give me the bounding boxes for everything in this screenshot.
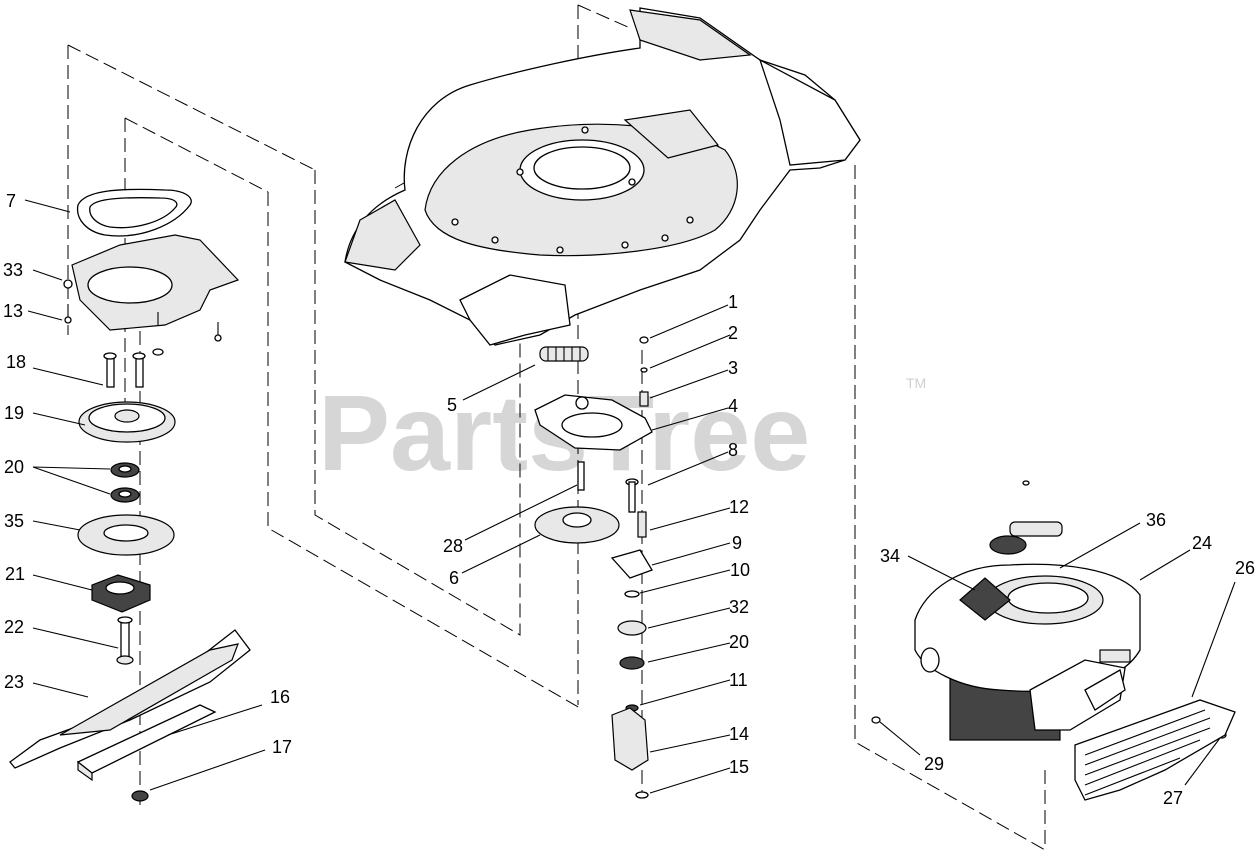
callout-2: 2 <box>728 323 738 343</box>
callout-labels: 7 33 13 18 19 20 35 21 22 23 16 17 5 28 … <box>3 191 1255 808</box>
callout-36: 36 <box>1146 510 1166 530</box>
callout-18: 18 <box>6 352 26 372</box>
mower-deck-housing <box>344 7 861 346</box>
callout-5: 5 <box>447 395 457 415</box>
callout-33: 33 <box>3 260 23 280</box>
belt-and-cover <box>63 188 240 342</box>
callout-27: 27 <box>1163 788 1183 808</box>
watermark-trademark: TM <box>906 375 926 391</box>
callout-7: 7 <box>6 191 16 211</box>
callout-22: 22 <box>4 617 24 637</box>
callout-4: 4 <box>728 396 738 416</box>
callout-24: 24 <box>1192 533 1212 553</box>
drive-parts <box>534 336 653 799</box>
callout-21: 21 <box>5 564 25 584</box>
callout-28: 28 <box>443 536 463 556</box>
spindle-assembly <box>77 348 176 665</box>
callout-13: 13 <box>3 301 23 321</box>
callout-34: 34 <box>880 546 900 566</box>
callout-12: 12 <box>729 497 749 517</box>
callout-3: 3 <box>728 358 738 378</box>
callout-16: 16 <box>270 687 290 707</box>
callout-32: 32 <box>729 597 749 617</box>
callout-1: 1 <box>728 292 738 312</box>
callout-20-right: 20 <box>729 632 749 652</box>
callout-19: 19 <box>4 403 24 423</box>
callout-29: 29 <box>924 754 944 774</box>
callout-35: 35 <box>4 511 24 531</box>
callout-11: 11 <box>729 670 748 690</box>
callout-14: 14 <box>729 724 749 744</box>
blade-assembly <box>9 629 251 802</box>
callout-17: 17 <box>272 737 292 757</box>
engine <box>871 480 1236 801</box>
callout-20: 20 <box>4 457 24 477</box>
callout-6: 6 <box>449 568 459 588</box>
callout-23: 23 <box>4 672 24 692</box>
callout-15: 15 <box>729 757 749 777</box>
callout-8: 8 <box>728 440 738 460</box>
callout-26: 26 <box>1235 558 1255 578</box>
callout-9: 9 <box>732 533 742 553</box>
callout-10: 10 <box>730 560 750 580</box>
leader-lines <box>24 199 1236 794</box>
